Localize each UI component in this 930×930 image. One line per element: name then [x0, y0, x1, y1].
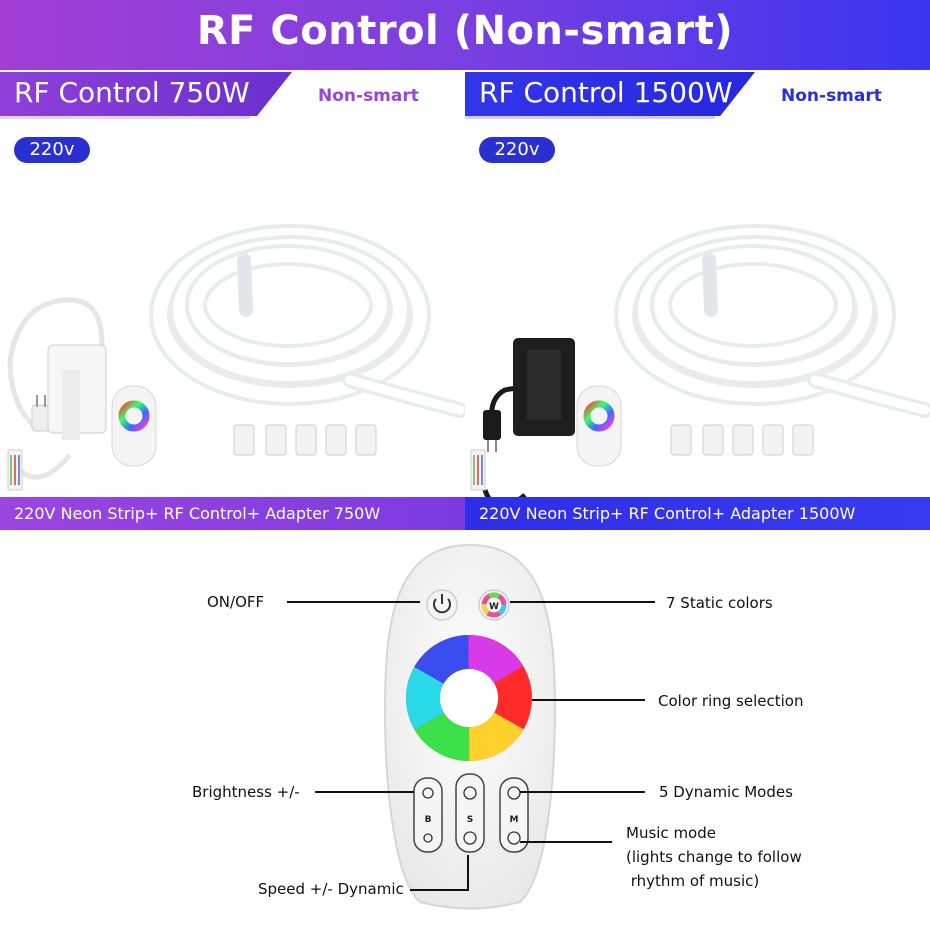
voltage-badge: 220v [14, 137, 90, 163]
music-mode-label: Music mode (lights change to follow rhyt… [626, 821, 802, 893]
music-mode-line: Music mode [626, 824, 716, 842]
color-ring-icon [406, 635, 532, 761]
svg-text:W: W [489, 602, 499, 612]
brightness-label: Brightness +/- [192, 783, 300, 801]
title-underline [0, 116, 250, 119]
dynamic-modes-label: 5 Dynamic Modes [659, 783, 793, 801]
svg-text:B: B [425, 815, 432, 825]
mode-buttons-icon: M [499, 777, 529, 853]
power-cable [7, 297, 105, 480]
panel-title: RF Control 750W [0, 72, 292, 116]
header-banner: RF Control (Non-smart) [0, 0, 930, 70]
voltage-badge: 220v [479, 137, 555, 163]
mounting-clips [670, 424, 814, 456]
music-mode-line: rhythm of music) [626, 872, 760, 890]
svg-text:S: S [467, 815, 473, 825]
speed-buttons-icon: S [455, 773, 485, 853]
neon-strip-coil [149, 224, 465, 418]
brightness-buttons-icon: B [413, 777, 443, 853]
color-ring-label: Color ring selection [658, 692, 804, 710]
led-controller-box [47, 344, 107, 440]
svg-text:M: M [510, 815, 519, 825]
panel-title: RF Control 1500W [465, 72, 755, 116]
mini-remote [576, 385, 622, 467]
panel-caption: 220V Neon Strip+ RF Control+ Adapter 150… [465, 497, 930, 530]
plug [483, 410, 501, 440]
static-color-button-icon: W [478, 589, 510, 621]
callout-lines [287, 601, 655, 891]
page-title: RF Control (Non-smart) [196, 8, 734, 54]
product-photo-750w [7, 224, 465, 491]
product-panel-750w: RF Control 750W Non-smart 220v [0, 70, 465, 530]
title-underline [465, 116, 715, 119]
mounting-clips [233, 424, 377, 456]
speed-label: Speed +/- Dynamic [258, 880, 404, 898]
on-off-label: ON/OFF [207, 593, 265, 611]
panel-caption: 220V Neon Strip+ RF Control+ Adapter 750… [0, 497, 465, 530]
product-panel-1500w: RF Control 1500W Non-smart 220v [465, 70, 930, 530]
neon-strip-coil [614, 224, 930, 418]
plug [31, 404, 51, 432]
non-smart-badge: Non-smart [781, 86, 882, 106]
static-colors-label: 7 Static colors [666, 594, 773, 612]
music-mode-line: (lights change to follow [626, 848, 802, 866]
mini-remote [111, 385, 157, 467]
non-smart-badge: Non-smart [318, 86, 419, 106]
remote-diagram: W B S M [287, 543, 655, 910]
product-photo-1500w [470, 224, 930, 497]
power-button-icon [426, 589, 458, 621]
led-controller-box [513, 338, 575, 436]
